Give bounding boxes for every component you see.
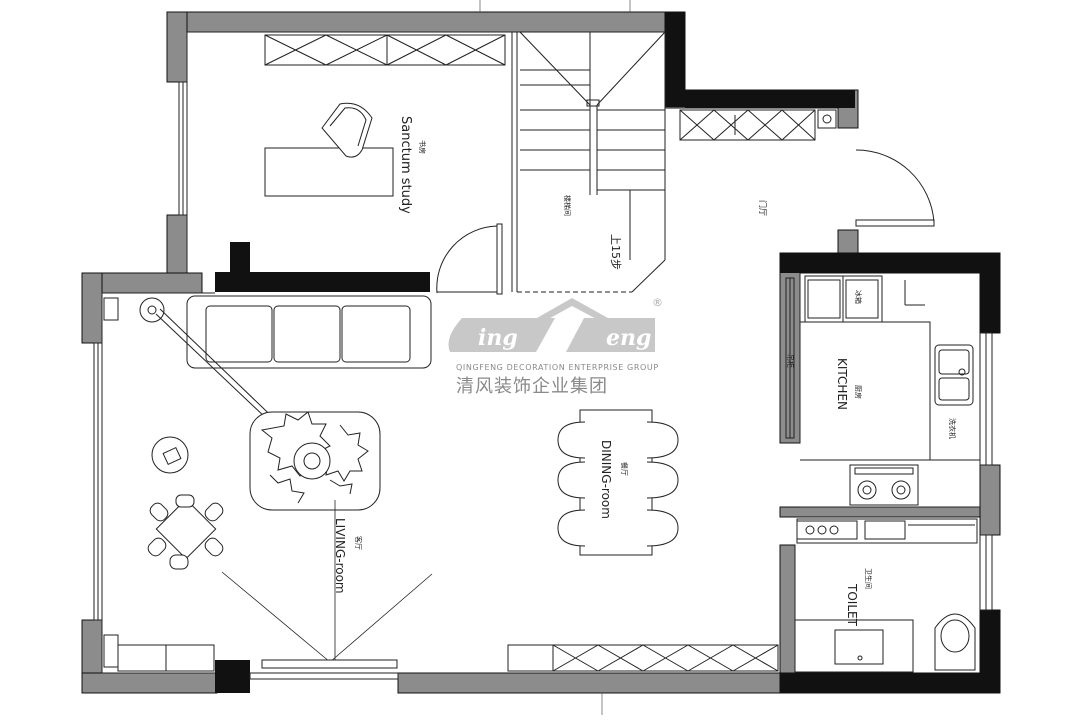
logo-registered: ® bbox=[652, 296, 663, 309]
lounge-chairs bbox=[147, 494, 224, 570]
study-label-en: Sanctum study bbox=[398, 116, 413, 214]
tv-sightlines bbox=[221, 500, 433, 665]
study-door bbox=[436, 223, 503, 295]
dining-label-zh: 餐厅 bbox=[620, 462, 629, 476]
dining-label-en: DINING-room bbox=[599, 440, 613, 519]
logo-roof-icon bbox=[530, 298, 615, 322]
dark-columns bbox=[215, 12, 1000, 693]
logo-banner-left bbox=[448, 318, 555, 352]
tv-console bbox=[261, 659, 398, 669]
stair-label: 楼梯间 bbox=[563, 195, 572, 216]
kitchen-label-en: KITCHEN bbox=[835, 358, 849, 410]
logo-brand-left: ing bbox=[478, 325, 518, 351]
hall-cabinet bbox=[679, 109, 837, 141]
interior-lines bbox=[101, 31, 980, 674]
hall-label: 门厅 bbox=[758, 200, 768, 216]
coffee-table bbox=[249, 411, 381, 511]
side-stool bbox=[151, 436, 189, 474]
study-desk bbox=[264, 147, 394, 197]
logo-subtitle: QINGFENG DECORATION ENTERPRISE GROUP bbox=[456, 363, 659, 372]
cabinet-label: 吊柜 bbox=[786, 354, 795, 368]
sofa bbox=[186, 295, 432, 369]
logo-banner-right bbox=[566, 318, 655, 352]
living-label-zh: 客厅 bbox=[354, 536, 363, 550]
dining-table bbox=[579, 409, 653, 556]
study-cabinet bbox=[264, 34, 506, 66]
fridge-label: 冰箱 bbox=[854, 290, 863, 304]
stair-up-label: 上15步 bbox=[609, 234, 622, 270]
logo-chinese: 清风装饰企业集团 bbox=[456, 376, 608, 397]
dimension-ticks bbox=[479, 0, 631, 715]
staircase bbox=[517, 31, 666, 293]
kitchen-fixtures bbox=[785, 275, 980, 506]
company-logo: ing eng ® QINGFENG DECORATION ENTERPRISE… bbox=[448, 296, 663, 397]
dining-chairs bbox=[557, 421, 679, 547]
logo-brand-right: eng bbox=[606, 325, 651, 351]
bottom-cabinet bbox=[103, 297, 779, 672]
kitchen-label-zh: 厨房 bbox=[854, 385, 863, 399]
living-label-en: LIVING-room bbox=[333, 518, 347, 594]
toilet-fixtures bbox=[794, 518, 978, 673]
windows bbox=[93, 81, 993, 680]
washer-label: 洗衣机 bbox=[948, 418, 957, 439]
study-chair bbox=[321, 102, 373, 158]
entry-door bbox=[855, 149, 935, 227]
study-label-zh: 书房 bbox=[418, 140, 427, 154]
toilet-label-zh: 卫生间 bbox=[864, 568, 873, 589]
toilet-label-en: TOILET bbox=[845, 583, 859, 627]
